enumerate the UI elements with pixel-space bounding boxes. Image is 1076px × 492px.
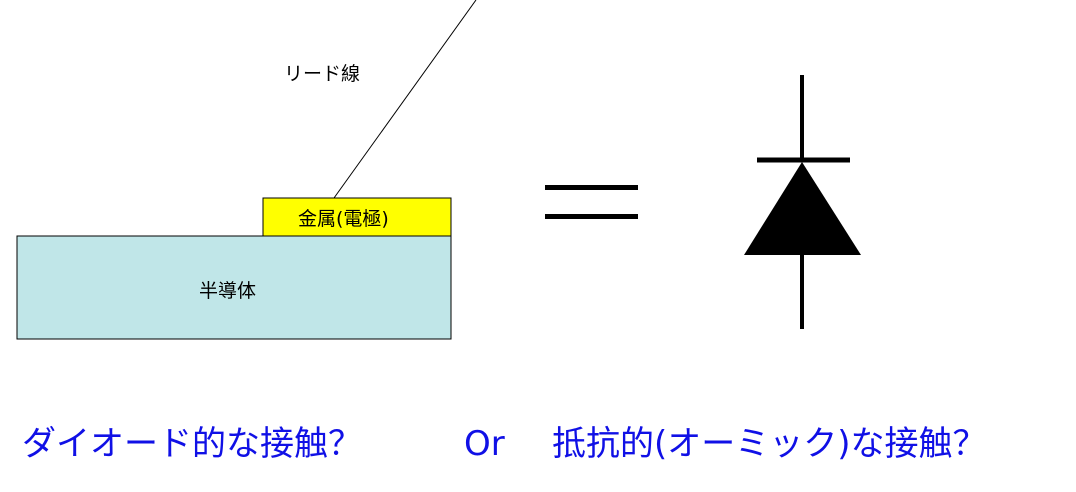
semiconductor-label: 半導体 [199, 280, 256, 302]
semiconductor-block [16, 235, 452, 340]
metal-electrode [262, 197, 452, 237]
ohmic-contact-question: 抵抗的(オーミック)な接触？ [552, 424, 987, 464]
metal-electrode-label: 金属(電極) [298, 208, 389, 230]
diode-contact-question: ダイオード的な接触？ [22, 424, 362, 464]
equals-sign-icon [545, 185, 638, 219]
diode-symbol-icon [744, 75, 861, 329]
lead-wire-label: リード線 [284, 63, 360, 85]
lead-wire [333, 0, 477, 199]
or-label: Or [464, 424, 505, 464]
contact-type-question: ダイオード的な接触？ Or 抵抗的(オーミック)な接触？ [0, 414, 1076, 474]
